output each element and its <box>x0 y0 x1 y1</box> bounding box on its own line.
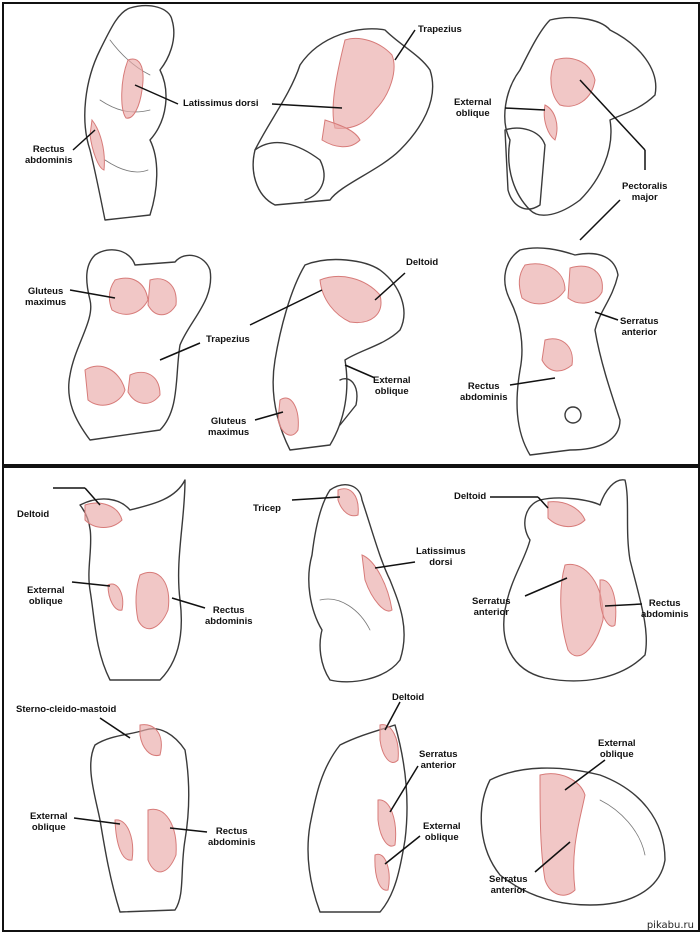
label-deltoid-2: Deltoid <box>17 509 50 520</box>
label-sterno-cleido-mastoid: Sterno-cleido-mastoid <box>16 704 117 715</box>
torso-sketch-11 <box>307 724 408 913</box>
torso-sketch-8 <box>308 484 405 683</box>
label-deltoid-3: Deltoid <box>454 491 487 502</box>
label-latissimus-dorsi-1: Latissimus dorsi <box>183 98 259 109</box>
torso-sketch-7 <box>79 479 186 681</box>
label-trapezius-1: Trapezius <box>418 24 462 35</box>
torso-sketch-4 <box>68 249 212 441</box>
torso-sketch-10 <box>90 724 190 913</box>
label-deltoid-4: Deltoid <box>392 692 425 703</box>
torso-sketch-3 <box>504 17 657 216</box>
label-deltoid-1: Deltoid <box>406 257 439 268</box>
bottom-panel <box>2 466 700 932</box>
torso-sketch-1 <box>84 4 175 221</box>
torso-sketch-5 <box>272 258 405 451</box>
watermark: pikabu.ru <box>646 920 694 931</box>
torso-sketch-9 <box>503 479 648 682</box>
label-trapezius-2: Trapezius <box>206 334 250 345</box>
torso-sketch-6 <box>504 247 621 456</box>
label-tricep: Tricep <box>253 503 281 514</box>
torso-sketch-2 <box>252 28 434 206</box>
torso-sketch-12 <box>480 767 666 906</box>
